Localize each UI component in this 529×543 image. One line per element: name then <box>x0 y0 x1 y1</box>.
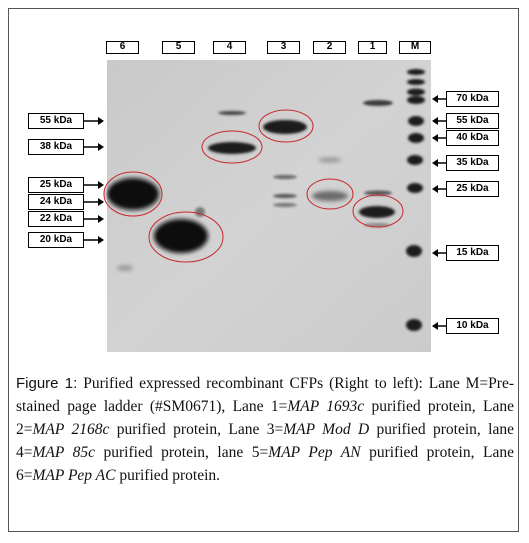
left-arrows <box>84 117 104 244</box>
figure-label: Figure 1: <box>16 375 78 392</box>
caption-text: Purified expressed recombinant CFPs (Rig… <box>16 375 514 415</box>
caption-text: purified protein. <box>115 467 221 484</box>
lane-6-bands <box>107 178 159 271</box>
marker-right-55kda: 55 kDa <box>446 113 499 129</box>
caption-italic: MAP Pep AN <box>268 444 361 461</box>
marker-right-15kda: 15 kDa <box>446 245 499 261</box>
lane-label-5: 5 <box>162 41 195 54</box>
lane-3-bands <box>263 120 307 207</box>
ladder-lane-m <box>406 69 425 331</box>
lane-label-m: M <box>399 41 431 54</box>
lane-label-3: 3 <box>267 41 300 54</box>
lane-label-1: 1 <box>358 41 387 54</box>
marker-right-10kda: 10 kDa <box>446 318 499 334</box>
caption-text: purified protein, Lane 3= <box>109 421 284 438</box>
lane-4-circle <box>201 130 263 164</box>
marker-left-25kda: 25 kDa <box>28 177 84 193</box>
lane-label-4: 4 <box>213 41 246 54</box>
lane-6-circle <box>103 171 163 217</box>
caption-italic: MAP Pep AC <box>32 467 116 484</box>
marker-left-24kda: 24 kDa <box>28 194 84 210</box>
lane-3-circle <box>258 109 314 143</box>
lane-4-bands <box>208 111 256 154</box>
marker-right-35kda: 35 kDa <box>446 155 499 171</box>
marker-left-22kda: 22 kDa <box>28 211 84 227</box>
lane-2-bands <box>312 158 348 201</box>
lane-label-6: 6 <box>106 41 139 54</box>
lane-1-bands <box>359 100 395 227</box>
caption-text: purified protein, lane 5= <box>94 444 269 461</box>
marker-left-38kda: 38 kDa <box>28 139 84 155</box>
figure-caption: Figure 1: Purified expressed recombinant… <box>16 372 514 487</box>
lane-2-circle <box>306 178 354 210</box>
caption-italic: MAP 1693c <box>287 398 365 415</box>
marker-left-55kda: 55 kDa <box>28 113 84 129</box>
caption-italic: MAP 85c <box>32 444 95 461</box>
marker-right-25kda: 25 kDa <box>446 181 499 197</box>
lane-5-circle <box>148 211 224 263</box>
marker-right-70kda: 70 kDa <box>446 91 499 107</box>
marker-right-40kda: 40 kDa <box>446 130 499 146</box>
lane-1-circle <box>352 194 404 228</box>
caption-text: purified protein, lane 4= <box>16 421 514 461</box>
figure-frame <box>8 8 519 532</box>
marker-left-20kda: 20 kDa <box>28 232 84 248</box>
caption-italic: MAP Mod D <box>283 421 370 438</box>
caption-text: purified protein, Lane 6= <box>16 444 514 484</box>
right-arrows <box>432 95 446 330</box>
caption-text: purified protein, Lane 2= <box>16 398 514 438</box>
lane-label-2: 2 <box>313 41 346 54</box>
caption-italic: MAP 2168c <box>32 421 110 438</box>
